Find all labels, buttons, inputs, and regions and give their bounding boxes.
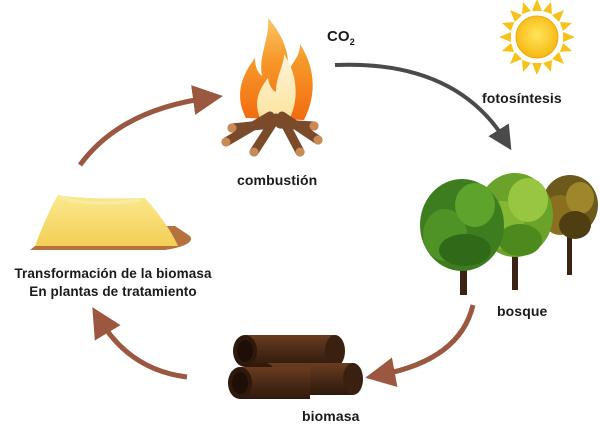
- arrow-biomass-to-transform: [92, 307, 188, 380]
- transformation-label-line2: En plantas de tratamiento: [29, 284, 197, 299]
- co2-label: CO2: [327, 28, 355, 47]
- logs-icon: [228, 335, 363, 399]
- fire-icon: [221, 18, 323, 157]
- co2-label-subscript: 2: [349, 37, 355, 47]
- sun-icon: [499, 0, 575, 75]
- transformation-label: Transformación de la biomasa En plantas …: [0, 265, 226, 301]
- bosque-label: bosque: [497, 303, 548, 319]
- fotosintesis-label: fotosíntesis: [482, 90, 562, 106]
- processed-biomass-pile-icon: [30, 195, 191, 250]
- arrow-forest-to-biomass: [365, 304, 476, 387]
- arrow-transform-to-combustion: [77, 85, 223, 167]
- transformation-label-line1: Transformación de la biomasa: [14, 266, 212, 281]
- biomasa-label: biomasa: [302, 408, 360, 424]
- arrow-combustion-to-forest: [334, 62, 512, 151]
- co2-label-main: CO: [327, 28, 350, 45]
- forest-icon: [420, 173, 598, 295]
- combustion-label: combustión: [237, 172, 318, 188]
